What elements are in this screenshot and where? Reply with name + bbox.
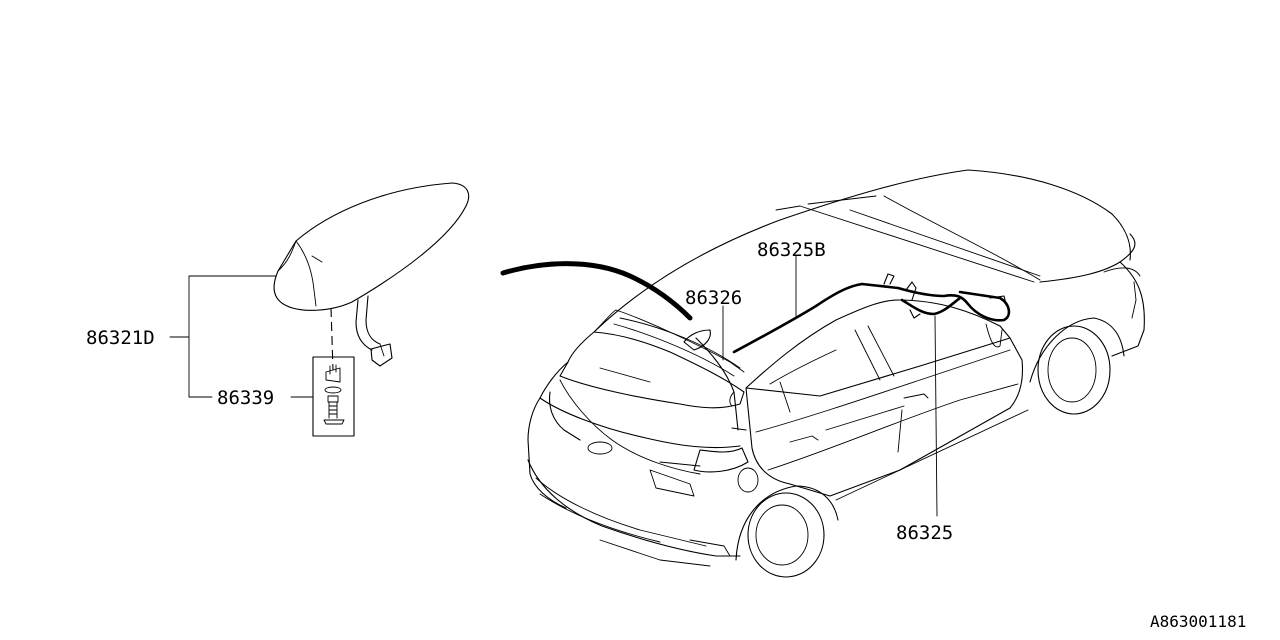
- label-86325: 86325: [896, 522, 953, 544]
- antenna-cable-lead: [355, 295, 393, 367]
- label-86339: 86339: [217, 387, 274, 409]
- cable-86325-path: [900, 296, 962, 316]
- vehicle-outline: [527, 169, 1145, 578]
- diagram-code: A863001181: [1150, 612, 1246, 631]
- leader-86325: [934, 315, 938, 517]
- label-86321d: 86321D: [86, 327, 155, 349]
- harness-connector-2: [905, 281, 917, 301]
- label-86326: 86326: [685, 287, 742, 309]
- harness-connector-1: [883, 273, 895, 285]
- harness-connector-3: [989, 295, 1007, 305]
- cable-86326-clip: [729, 391, 735, 407]
- antenna-feed-cable: [500, 261, 693, 321]
- antenna-mount-axis: [330, 307, 334, 371]
- cable-86326-path: [695, 337, 747, 431]
- label-86325b: 86325B: [757, 239, 826, 261]
- harness-connector-4: [909, 309, 921, 319]
- cable-86325b-path: [732, 282, 1011, 354]
- shark-fin-antenna[interactable]: [273, 182, 470, 311]
- mount-kit-box[interactable]: [312, 356, 355, 437]
- leader-86321d: [169, 275, 277, 398]
- roof-antenna: [683, 329, 711, 351]
